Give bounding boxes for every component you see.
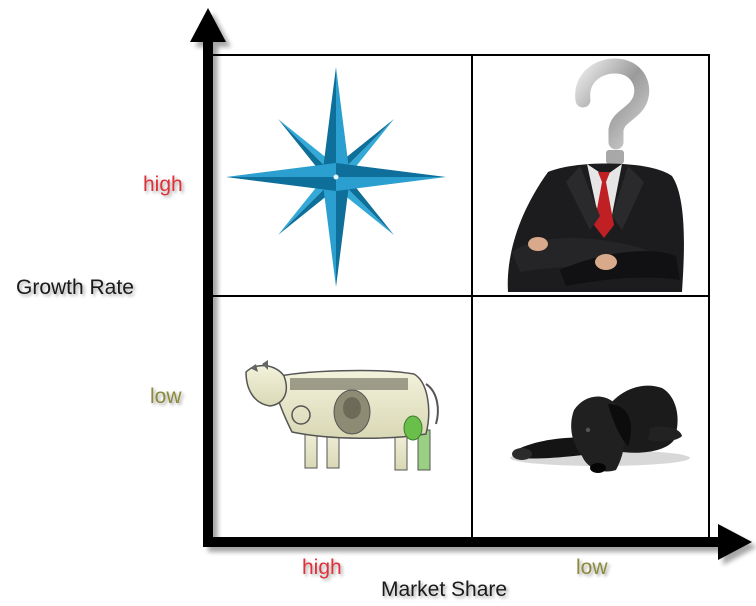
x-axis-low-label: low: [576, 556, 608, 579]
y-axis-low-label: low: [150, 385, 182, 408]
matrix-grid: [207, 54, 710, 540]
x-axis-high-label: high: [302, 556, 342, 579]
axes: [190, 8, 752, 560]
x-axis-arrow-icon: [718, 524, 752, 560]
compass-star-icon: [226, 67, 446, 287]
x-axis-title: Market Share: [381, 578, 508, 601]
lying-dog-icon: [510, 385, 690, 473]
y-axis-high-label: high: [143, 173, 183, 196]
dollar-cow-icon: [245, 360, 439, 471]
x-axis: [203, 537, 721, 547]
y-axis: [203, 36, 213, 546]
y-axis-arrow-icon: [190, 8, 226, 42]
question-mark-businessman-icon: [507, 58, 684, 292]
y-axis-title: Growth Rate: [16, 276, 134, 299]
